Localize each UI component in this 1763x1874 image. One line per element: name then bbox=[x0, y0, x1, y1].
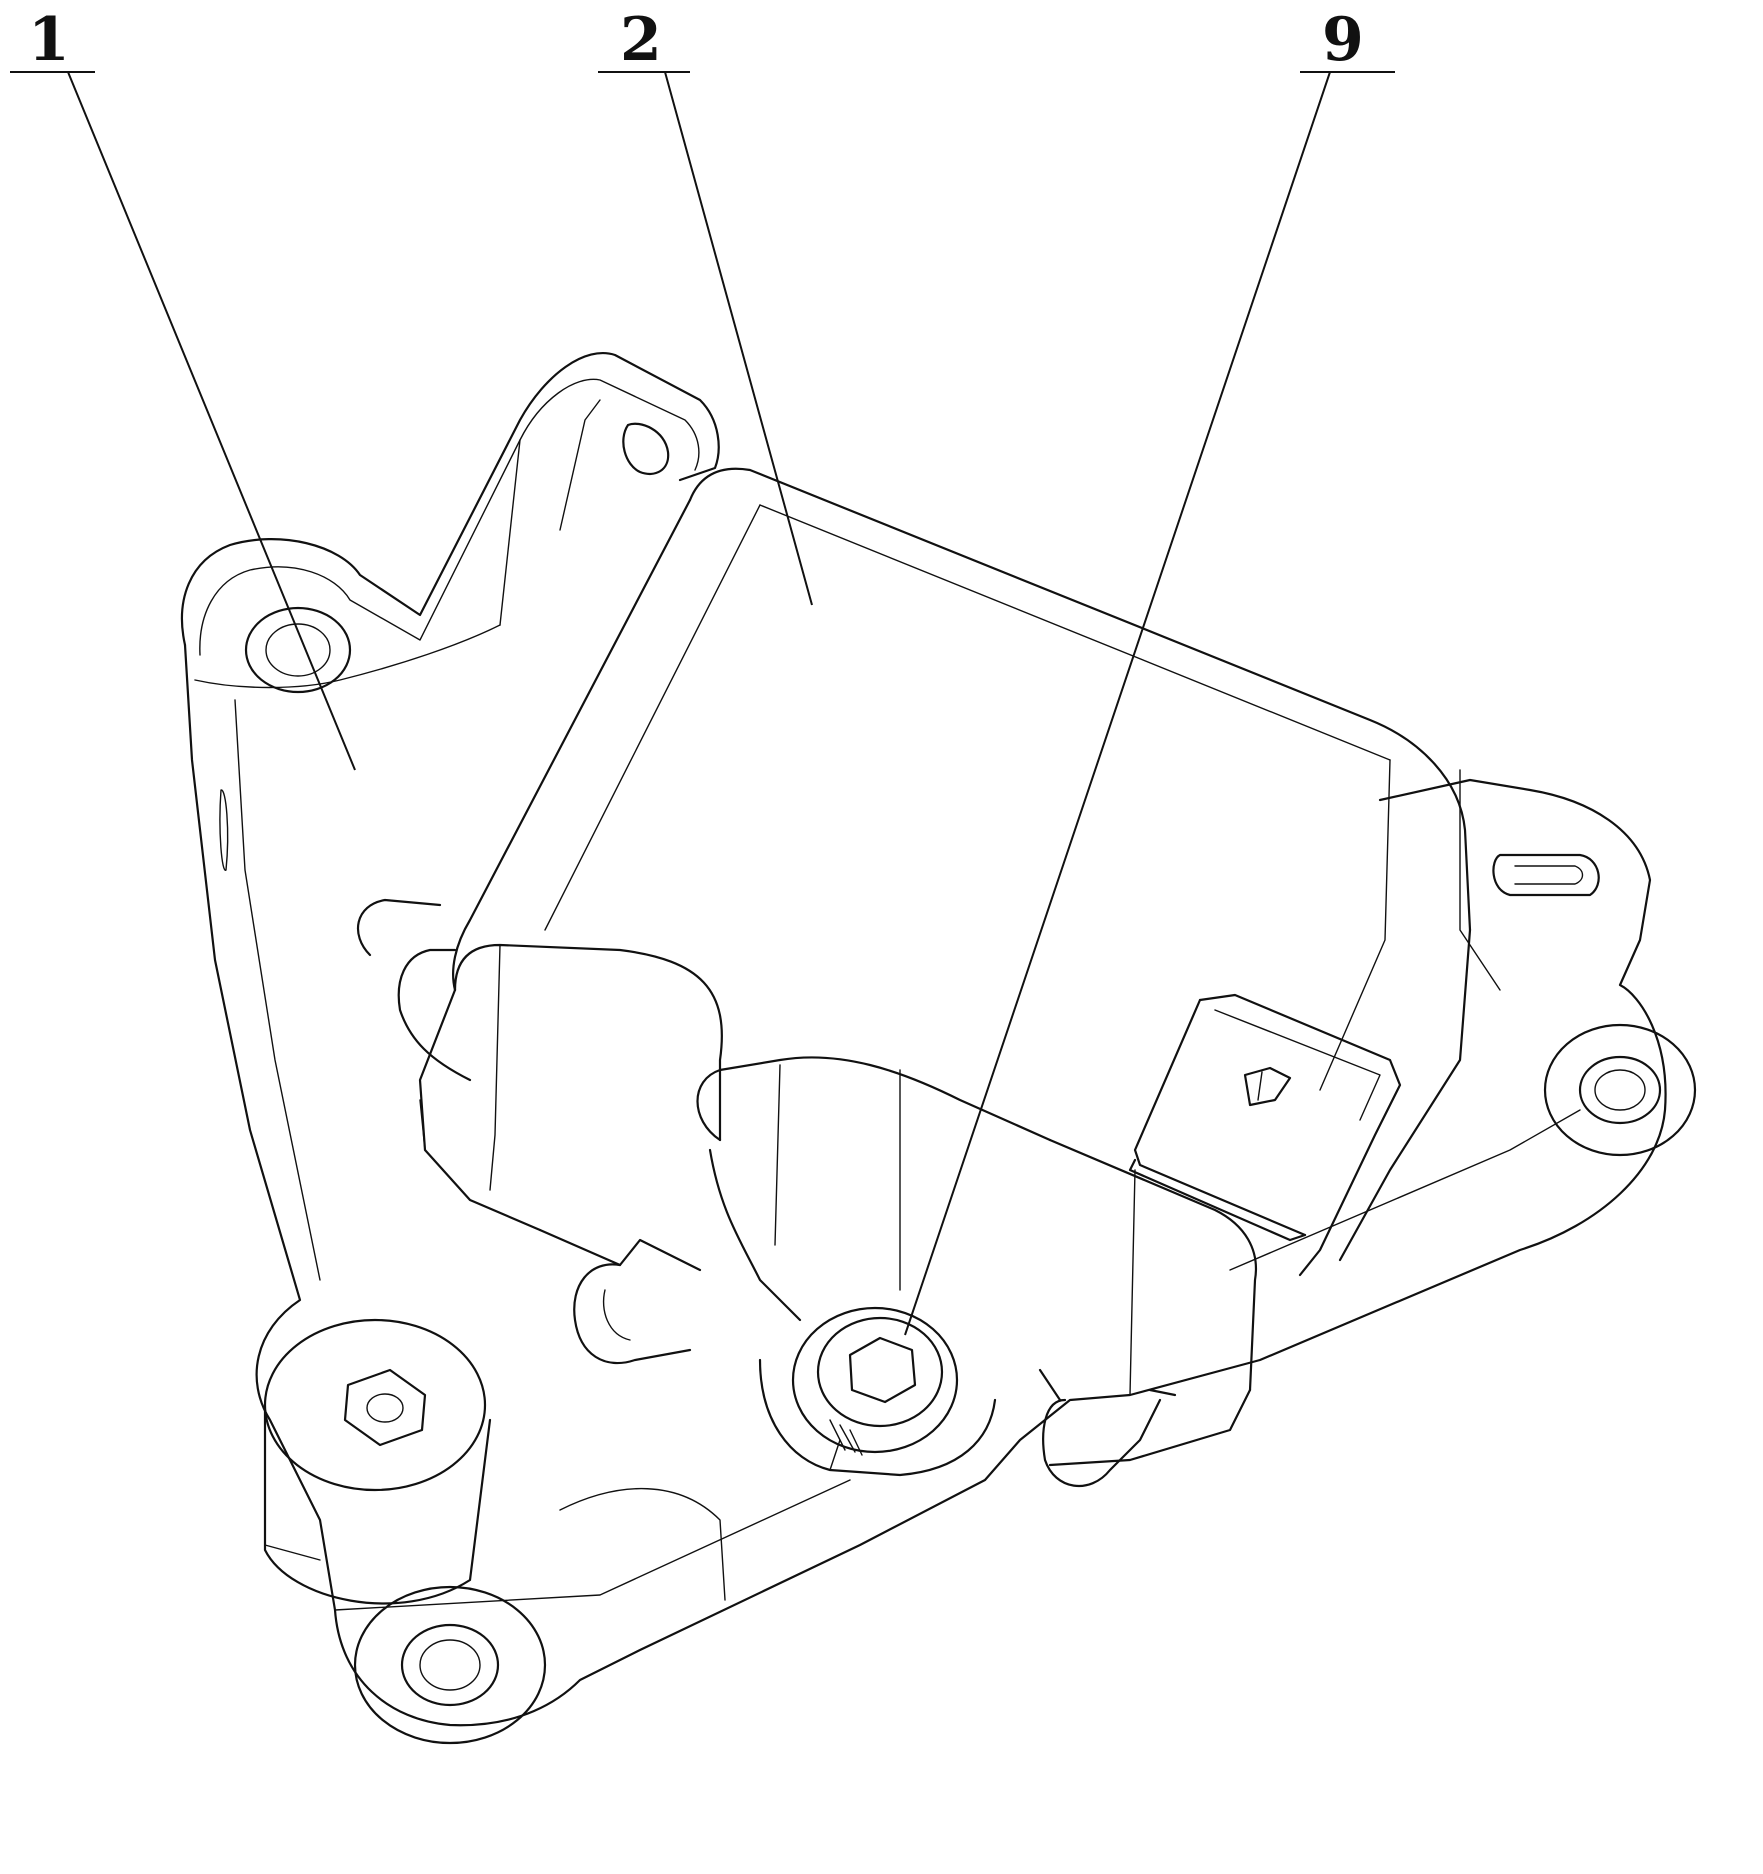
callout-label-2: 2 bbox=[620, 5, 662, 75]
callout-leader-2 bbox=[664, 71, 813, 606]
hex-standoff bbox=[263, 1318, 492, 1605]
callout-leader-1 bbox=[67, 71, 356, 771]
callout-2: 2 bbox=[598, 5, 813, 606]
bracket-base-plate bbox=[180, 352, 1697, 1745]
callout-label-9: 9 bbox=[1322, 5, 1364, 75]
housing-lugs bbox=[356, 898, 1177, 1488]
callout-1: 1 bbox=[10, 5, 356, 771]
connector bbox=[1128, 993, 1402, 1277]
callout-9: 9 bbox=[904, 5, 1395, 1336]
socket-head-screw bbox=[758, 1306, 997, 1477]
housing-cover bbox=[397, 467, 1472, 1467]
callout-leader-9 bbox=[904, 71, 1331, 1336]
callout-label-1: 1 bbox=[28, 5, 70, 75]
